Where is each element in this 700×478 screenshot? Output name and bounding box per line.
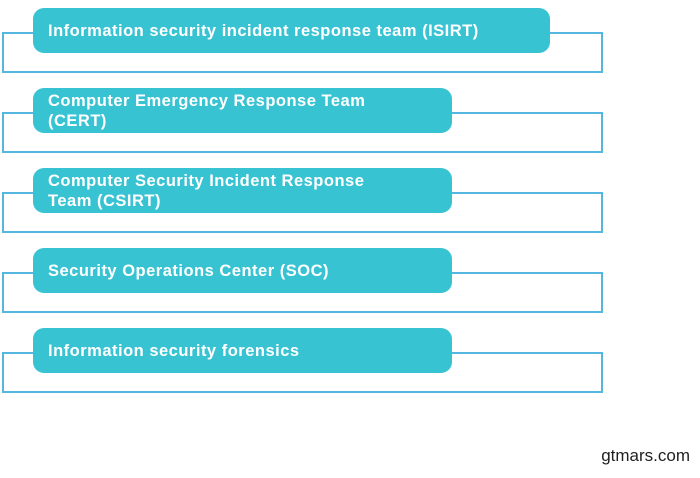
team-label-box: Computer Emergency Response Team (CERT) bbox=[33, 88, 452, 133]
team-label-line: Security Operations Center (SOC) bbox=[48, 261, 329, 280]
team-label-line: Computer Emergency Response Team bbox=[48, 91, 366, 110]
team-label-box: Information security incident response t… bbox=[33, 8, 550, 53]
row-cert: Computer Emergency Response Team (CERT) bbox=[0, 88, 700, 168]
team-label-box: Computer Security Incident Response Team… bbox=[33, 168, 452, 213]
team-label-box: Security Operations Center (SOC) bbox=[33, 248, 452, 293]
team-label-line: Computer Security Incident Response bbox=[48, 171, 365, 190]
row-forensics: Information security forensics bbox=[0, 328, 700, 408]
team-label-box: Information security forensics bbox=[33, 328, 452, 373]
row-soc: Security Operations Center (SOC) bbox=[0, 248, 700, 328]
watermark: gtmars.com bbox=[601, 446, 690, 465]
team-label-line: Team (CSIRT) bbox=[48, 191, 161, 210]
row-csirt: Computer Security Incident Response Team… bbox=[0, 168, 700, 248]
row-isirt: Information security incident response t… bbox=[0, 8, 700, 88]
team-label-line: (CERT) bbox=[48, 111, 107, 130]
team-label-line: Information security forensics bbox=[48, 341, 300, 360]
team-label-line: Information security incident response t… bbox=[48, 21, 479, 40]
